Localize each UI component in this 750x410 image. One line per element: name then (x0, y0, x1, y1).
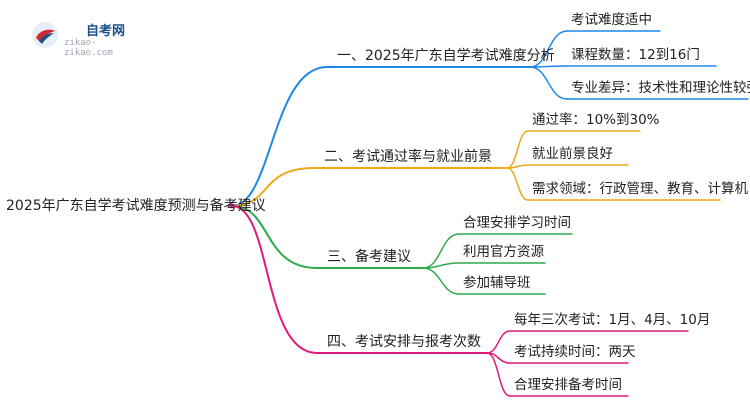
leaf-exam-duration: 考试持续时间：两天 (514, 344, 636, 360)
root-to-branch-connector (231, 66, 328, 207)
leaf-major-differences: 专业差异：技术性和理论性较强 (571, 80, 750, 96)
branch-exam-schedule: 四、考试安排与报考次数 (327, 334, 481, 350)
branch-to-leaf-connector (529, 66, 568, 100)
logo-url: zikao-zikao.com (64, 38, 113, 58)
branch-to-leaf-connector (506, 130, 529, 169)
root-anchor-dot (229, 203, 235, 209)
branch-difficulty-analysis: 一、2025年广东自学考试难度分析 (337, 48, 555, 64)
branch-to-leaf-connector (422, 233, 460, 269)
site-logo[interactable]: 自考网 zikao-zikao.com (30, 18, 140, 58)
logo-title: 自考网 (86, 24, 126, 39)
root-to-branch-connector (231, 205, 318, 269)
leaf-demand-fields: 需求领域：行政管理、教育、计算机 (532, 181, 748, 197)
root-to-branch-connector (231, 167, 315, 207)
graduation-cap-icon (32, 22, 58, 48)
branch-to-leaf-connector (486, 352, 511, 397)
branch-to-leaf-connector (422, 267, 460, 295)
root-to-branch-connector (231, 205, 318, 354)
branch-to-leaf-connector (422, 262, 460, 269)
leaf-plan-study-time: 合理安排学习时间 (463, 215, 571, 231)
leaf-plan-prep-time: 合理安排备考时间 (514, 377, 622, 393)
branch-pass-rate-career: 二、考试通过率与就业前景 (324, 149, 492, 165)
leaf-career-outlook: 就业前景良好 (532, 146, 613, 162)
mindmap-root-topic: 2025年广东自学考试难度预测与备考建议 (6, 198, 266, 214)
leaf-exams-per-year: 每年三次考试：1月、4月、10月 (514, 312, 711, 328)
leaf-official-resources: 利用官方资源 (463, 244, 544, 260)
branch-study-advice: 三、备考建议 (327, 249, 411, 265)
branch-to-leaf-connector (506, 167, 529, 201)
leaf-tutoring-class: 参加辅导班 (463, 275, 531, 291)
branch-to-leaf-connector (529, 30, 568, 68)
leaf-course-count: 课程数量：12到16门 (571, 47, 700, 63)
branch-to-leaf-connector (486, 330, 511, 354)
leaf-moderate-difficulty: 考试难度适中 (571, 12, 652, 28)
leaf-pass-rate: 通过率：10%到30% (532, 112, 660, 128)
